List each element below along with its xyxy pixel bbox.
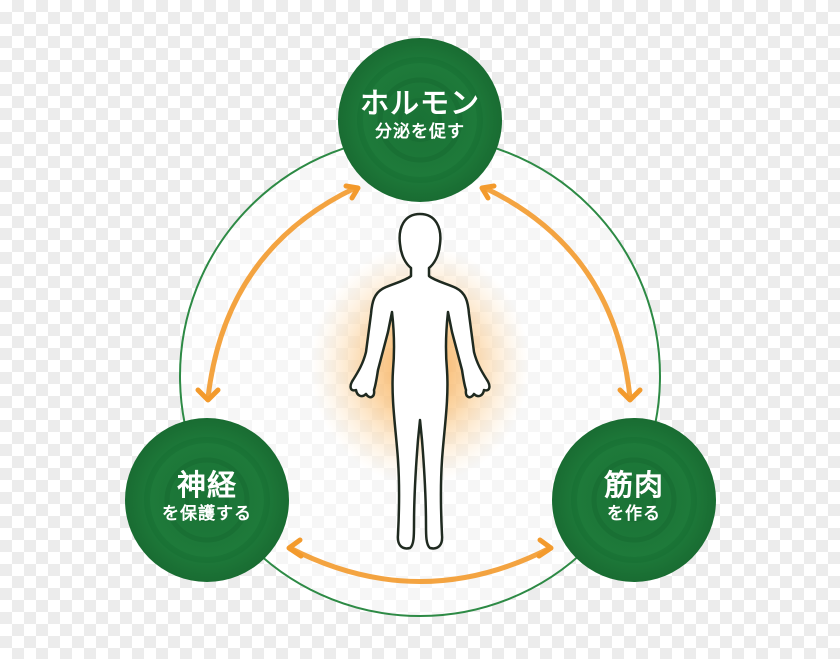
arrow-hormone-nerve — [195, 183, 361, 403]
human-silhouette-icon — [349, 212, 491, 550]
node-nerve — [125, 418, 289, 582]
node-muscle — [552, 418, 716, 582]
node-hormone — [338, 38, 502, 202]
arrow-hormone-muscle — [479, 183, 643, 403]
arrow-nerve-muscle — [286, 537, 554, 584]
